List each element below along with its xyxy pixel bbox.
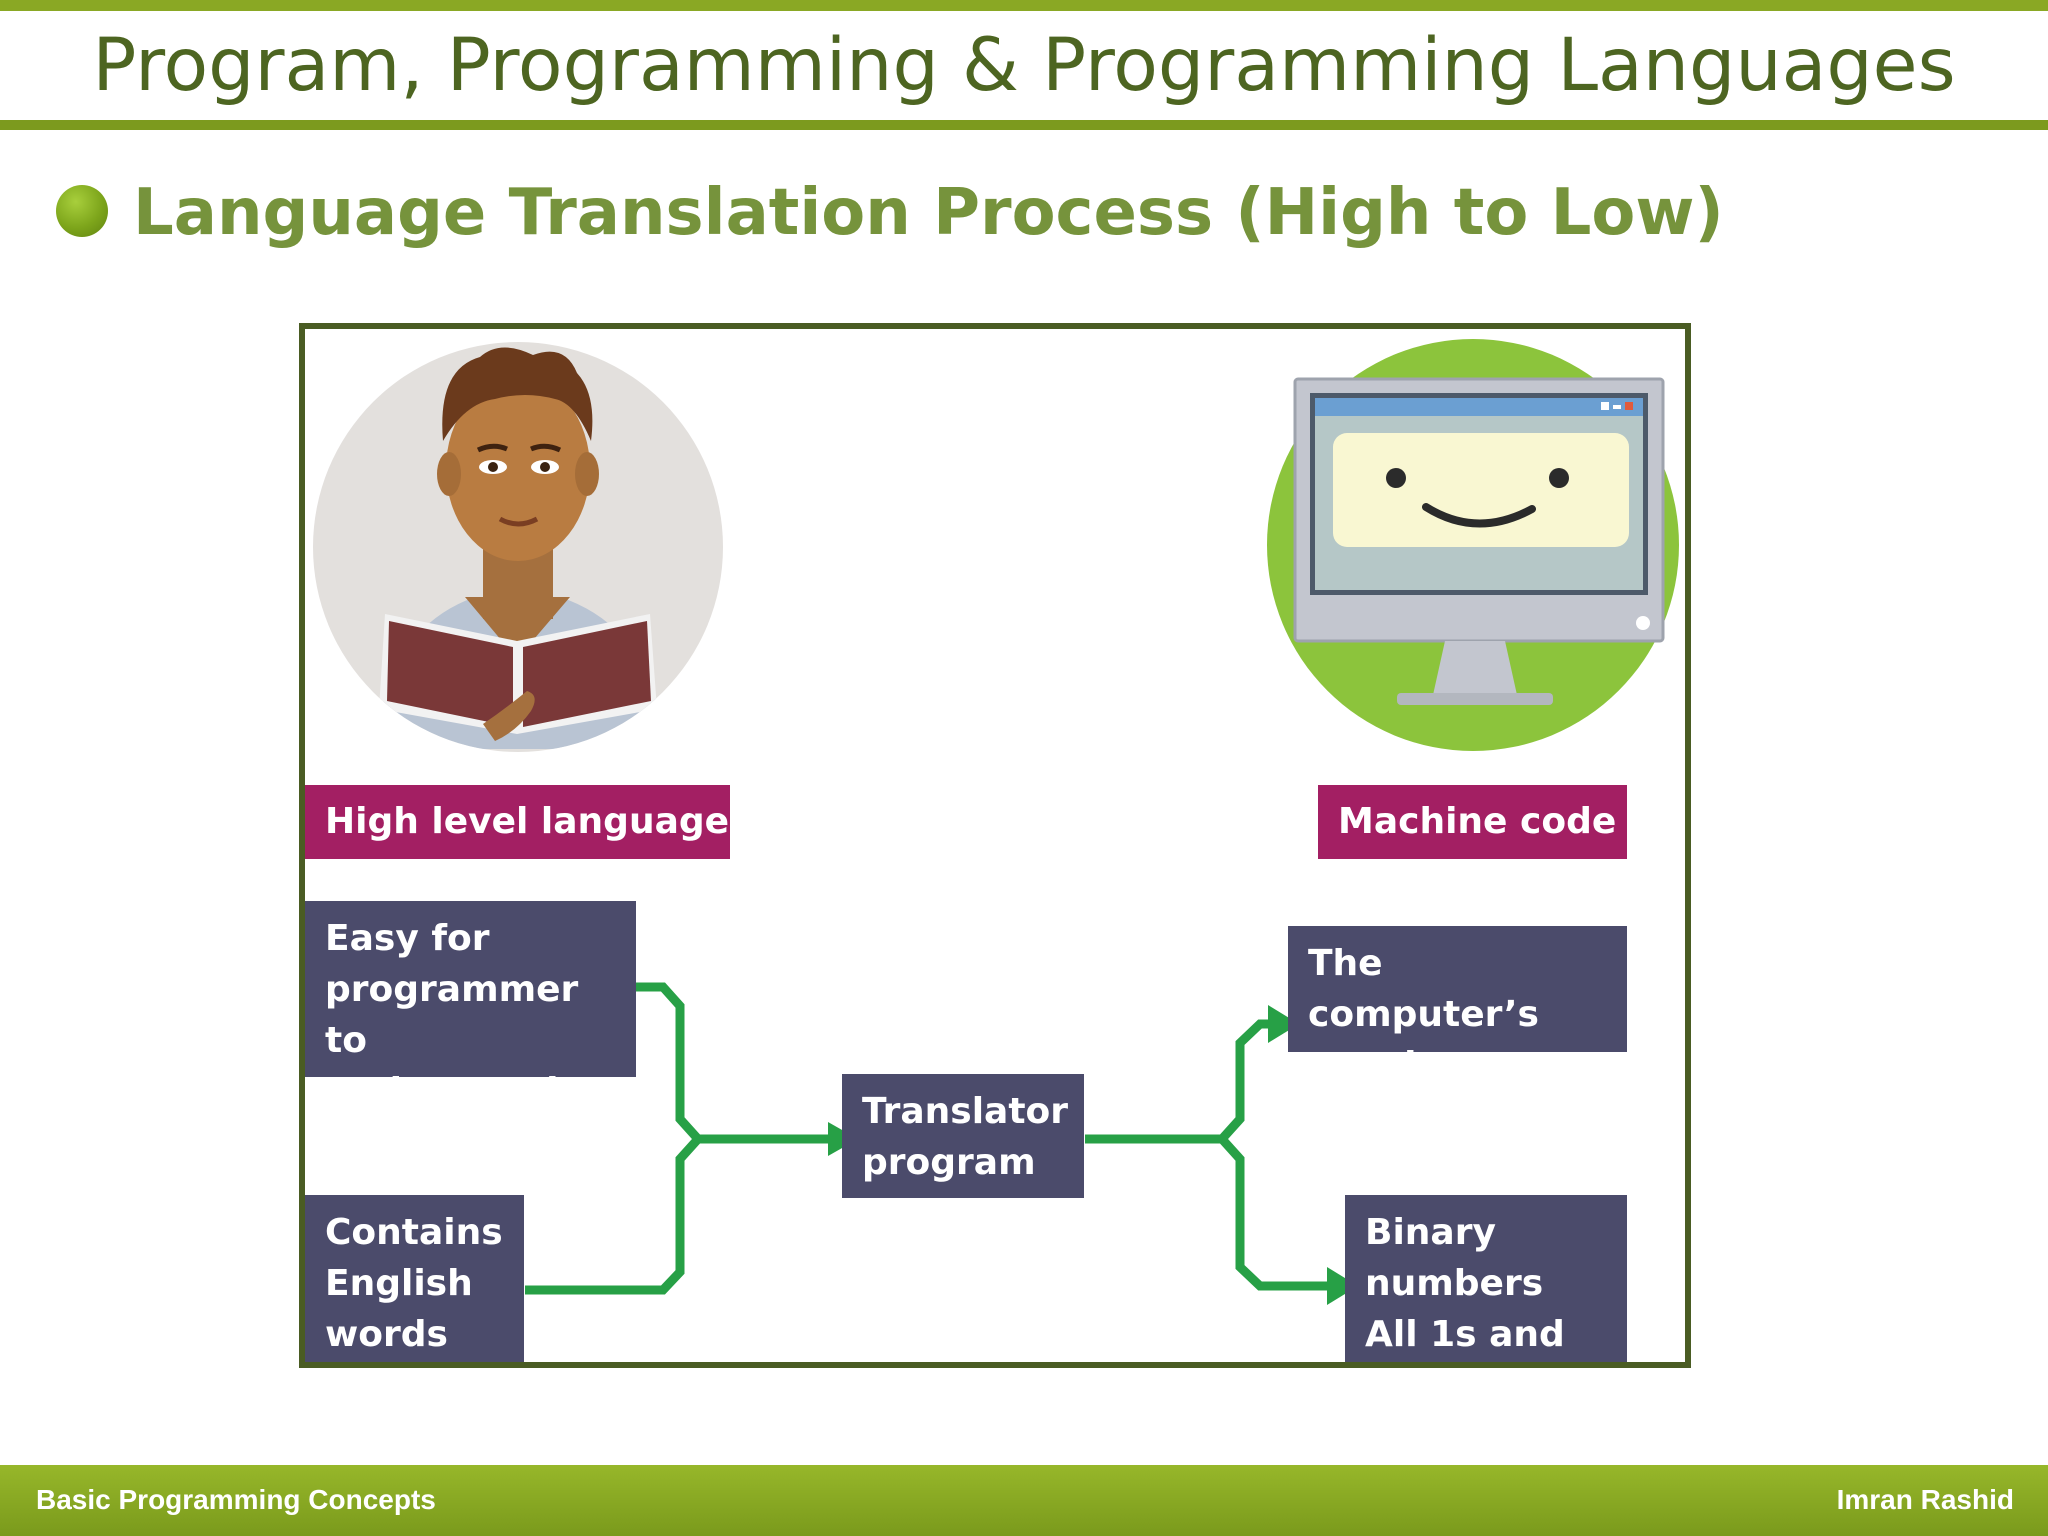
footer-course-title: Basic Programming Concepts xyxy=(36,1484,436,1515)
bullet-icon xyxy=(56,185,108,237)
translator-program-box: Translator program xyxy=(842,1074,1084,1198)
easy-to-understand-box: Easy for programmer to understand xyxy=(305,901,636,1112)
diagram-frame: High level language Machine code Easy fo… xyxy=(299,323,1691,1368)
machine-code-heading: Machine code xyxy=(1318,785,1627,859)
smiling-computer-monitor-icon xyxy=(1267,339,1679,751)
top-rule xyxy=(0,0,2048,11)
computer-own-language-box: The computer’s own language xyxy=(1288,926,1627,1086)
contains-english-words-box: Contains English words xyxy=(305,1195,524,1362)
title-rule xyxy=(0,120,2048,130)
slide-subtitle: Language Translation Process (High to Lo… xyxy=(133,176,1724,250)
programmer-reading-book-icon xyxy=(313,342,723,752)
footer-bar xyxy=(0,1465,2048,1536)
high-level-language-heading: High level language xyxy=(305,785,730,859)
arrow-connectors xyxy=(525,982,1330,1295)
footer-author: Imran Rashid xyxy=(1836,1484,2014,1515)
binary-numbers-box: Binary numbers All 1s and 0s xyxy=(1345,1195,1627,1362)
diagram-artwork xyxy=(313,339,1679,1305)
page-title: Program, Programming & Programming Langu… xyxy=(92,23,1956,108)
